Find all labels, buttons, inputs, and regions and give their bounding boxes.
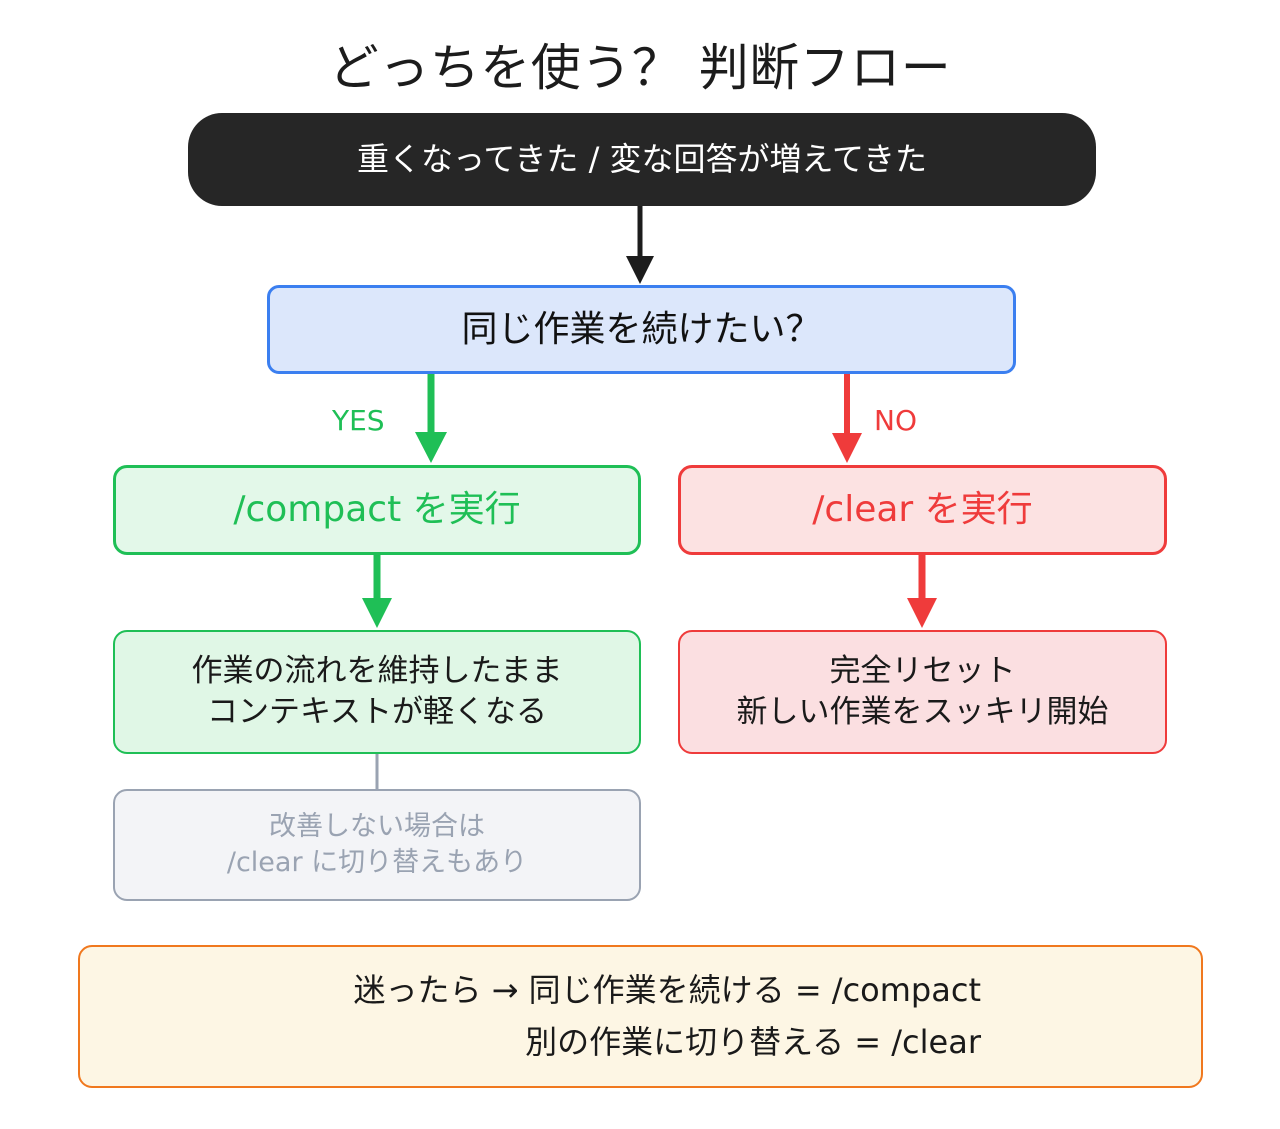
node-compact-result-line2: コンテキストが軽くなる <box>206 694 548 730</box>
node-clear-result-line2: 新しい作業をスッキリ開始 <box>736 694 1109 730</box>
node-fallback-note[interactable]: 改善しない場合は /clear に切り替えもあり <box>113 789 641 901</box>
edge-result-to-note <box>375 753 379 791</box>
edge-decision-to-clear <box>832 370 862 463</box>
edge-clear-to-result <box>907 554 937 628</box>
node-fallback-note-line1: 改善しない場合は <box>269 811 485 843</box>
node-clear-action[interactable]: /clear を実行 <box>678 465 1167 555</box>
node-summary[interactable]: 迷ったら → 同じ作業を続ける = /compact 別の作業に切り替える = … <box>78 945 1203 1088</box>
node-clear-action-label: /clear を実行 <box>812 489 1033 531</box>
node-decision[interactable]: 同じ作業を続けたい？ <box>267 285 1016 374</box>
node-summary-line2: 別の作業に切り替える = /clear <box>525 1022 981 1061</box>
node-compact-action[interactable]: /compact を実行 <box>113 465 641 555</box>
node-compact-result[interactable]: 作業の流れを維持したまま コンテキストが軽くなる <box>113 630 641 754</box>
node-clear-result-line1: 完全リセット <box>829 652 1016 689</box>
edge-label-no: NO <box>874 404 917 437</box>
node-start[interactable]: 重くなってきた / 変な回答が増えてきた <box>188 113 1096 206</box>
node-fallback-note-line2: /clear に切り替えもあり <box>226 847 528 878</box>
node-compact-result-line1: 作業の流れを維持したまま <box>191 652 563 689</box>
node-compact-action-label: /compact を実行 <box>233 489 521 531</box>
edge-label-yes: YES <box>332 404 385 437</box>
node-decision-label: 同じ作業を続けたい？ <box>461 308 822 350</box>
edge-decision-to-compact <box>415 370 447 463</box>
edge-start-to-decision <box>626 200 654 284</box>
node-summary-line1: 迷ったら → 同じ作業を続ける = /compact <box>353 971 981 1010</box>
node-start-label: 重くなってきた / 変な回答が増えてきた <box>356 140 927 179</box>
node-clear-result[interactable]: 完全リセット 新しい作業をスッキリ開始 <box>678 630 1167 754</box>
edge-compact-to-result <box>362 554 392 628</box>
page-title: どっちを使う？ 判断フロー <box>328 39 952 97</box>
